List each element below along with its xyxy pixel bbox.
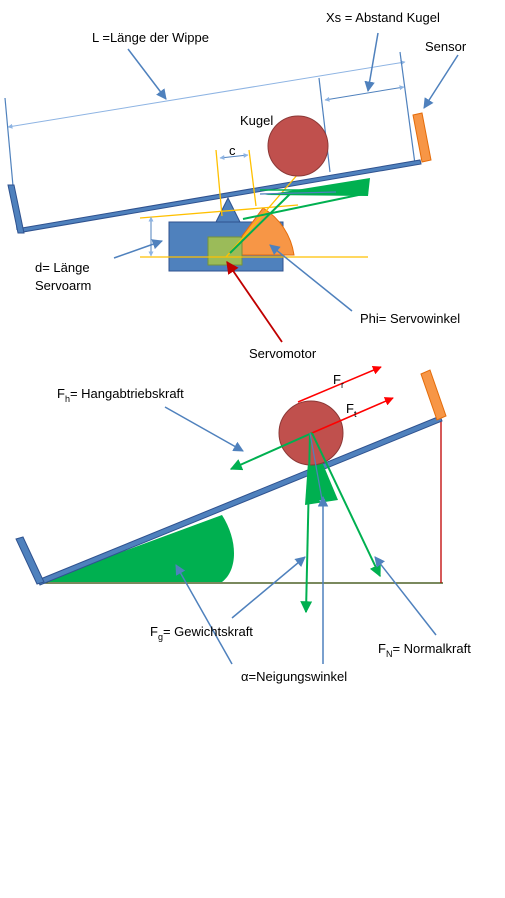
sensor-pointer-arrow — [423, 54, 459, 109]
alpha-pointer-arrow-sector — [175, 564, 233, 665]
c-left-line — [215, 149, 223, 217]
incline-sensor — [420, 369, 447, 421]
fn-pointer-arrow — [374, 556, 437, 636]
fn-main: F — [378, 641, 386, 656]
wedge-ref-line — [309, 432, 325, 506]
d-label-line1: d= Länge — [35, 260, 90, 275]
length-dimension-line — [7, 60, 406, 129]
c-right-line — [248, 149, 257, 207]
fr-main: F — [333, 372, 341, 387]
fg-sub: g — [158, 632, 163, 642]
xs-extension-line — [318, 77, 331, 173]
fr-arrow — [297, 366, 382, 403]
fh-pointer-arrow — [164, 406, 244, 452]
d-label-line2: Servoarm — [35, 278, 91, 293]
arm-green-line — [229, 191, 293, 254]
fg-label: Fg= Gewichtskraft — [150, 624, 253, 642]
phi-label: Phi= Servowinkel — [360, 311, 460, 326]
top-diagram: L =Länge der Wippe Xs = Abstand Kugel Se… — [4, 10, 467, 361]
ft-arrow — [311, 397, 394, 434]
ball — [267, 115, 329, 177]
c-label: c — [229, 143, 236, 158]
servo-shaft — [207, 236, 243, 266]
length-pointer-arrow — [127, 48, 167, 100]
sensor-label: Sensor — [425, 39, 467, 54]
fg-arrow — [300, 432, 313, 614]
ft-sub: t — [354, 409, 357, 419]
ft-label: Ft — [346, 401, 357, 419]
fg-main: F — [150, 624, 158, 639]
servo-label: Servomotor — [249, 346, 317, 361]
fr-sub: r — [341, 380, 344, 390]
alpha-label: α=Neigungswinkel — [241, 669, 347, 684]
incline-beam — [37, 415, 443, 586]
horizontal-reference-line — [242, 192, 369, 220]
fh-arrow — [229, 432, 313, 471]
servo-arm-sector — [227, 207, 295, 256]
ball-label: Kugel — [240, 113, 273, 128]
fh-rest: = Hangabtriebskraft — [70, 386, 184, 401]
fn-arrow — [311, 432, 381, 578]
xs-dimension-line — [324, 85, 405, 102]
incline-left-stop — [15, 536, 45, 585]
c-dimension-line — [219, 152, 249, 161]
fg-rest: = Gewichtskraft — [163, 624, 253, 639]
bottom-diagram: Fr Ft Fh= Hangabtriebskraft Fg= Gewichts… — [15, 366, 471, 684]
fh-sub: h — [65, 394, 70, 404]
fh-label: Fh= Hangabtriebskraft — [57, 386, 184, 404]
d-upper-line — [139, 204, 299, 219]
fn-label: FN= Normalkraft — [378, 641, 471, 659]
fh-main: F — [57, 386, 65, 401]
length-label: L =Länge der Wippe — [92, 30, 209, 45]
fr-label: Fr — [333, 372, 344, 390]
phi-pointer-arrow — [269, 244, 353, 312]
left-end-stop — [7, 184, 25, 234]
d-pointer-arrow — [113, 239, 163, 259]
servo-pointer-arrow — [226, 260, 283, 343]
fn-sub: N — [386, 649, 393, 659]
xs-label: Xs = Abstand Kugel — [326, 10, 440, 25]
fg-pointer-arrow — [231, 556, 306, 619]
ft-main: F — [346, 401, 354, 416]
length-extension-right — [399, 51, 416, 165]
sensor-block — [412, 112, 432, 163]
xs-pointer-arrow — [364, 32, 379, 93]
arm-blue-line — [259, 191, 337, 195]
fn-rest: = Normalkraft — [392, 641, 471, 656]
